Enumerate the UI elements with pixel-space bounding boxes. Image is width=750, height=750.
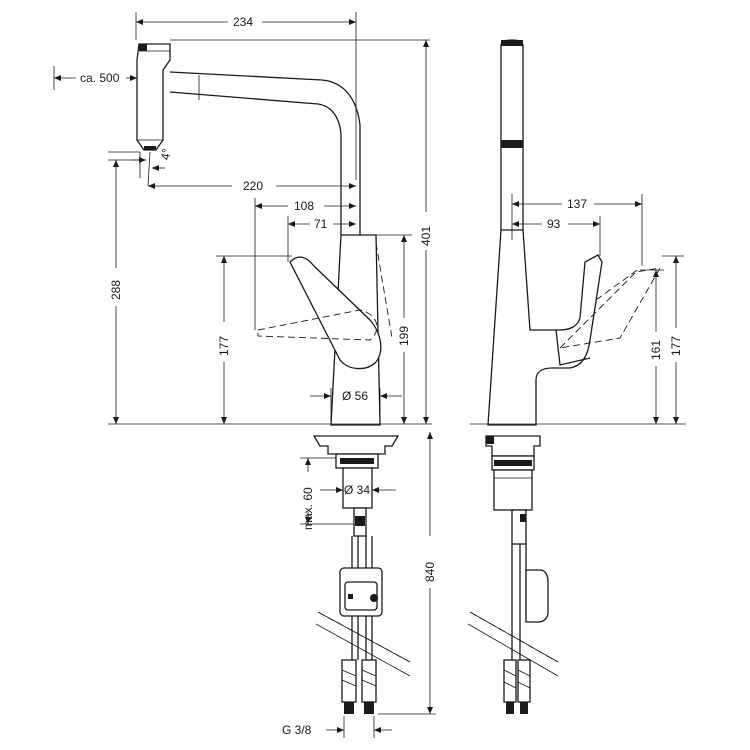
dim-108: 108 bbox=[254, 198, 356, 330]
dim-220-label: 220 bbox=[243, 179, 263, 193]
dim-401: 401 bbox=[419, 40, 433, 424]
front-view: 234 ca. 500 4° 220 bbox=[53, 12, 437, 738]
dim-137: 137 bbox=[511, 194, 643, 266]
spout-side bbox=[487, 39, 661, 426]
dim-199-label: 199 bbox=[397, 326, 411, 346]
dim-220: 220 bbox=[148, 179, 356, 193]
dim-177-front: 177 bbox=[216, 255, 292, 424]
dim-hose-extension-label: ca. 500 bbox=[80, 71, 120, 85]
dim-base-diameter-label: Ø 56 bbox=[342, 389, 368, 403]
dim-hole-diameter-label: Ø 34 bbox=[344, 483, 370, 497]
dim-161: 161 bbox=[640, 269, 664, 424]
underdeck-front bbox=[312, 435, 400, 714]
dim-288-label: 288 bbox=[109, 280, 123, 300]
dim-840-label: 840 bbox=[423, 562, 437, 582]
dim-spray-angle: 4° bbox=[108, 147, 174, 187]
dim-288: 288 bbox=[108, 159, 140, 424]
dim-max-deck: max. 60 bbox=[300, 457, 354, 530]
dim-199: 199 bbox=[376, 234, 412, 424]
dim-base-diameter: Ø 56 bbox=[310, 388, 402, 424]
side-view: 137 93 161 177 bbox=[467, 39, 686, 714]
dim-hose-extension: ca. 500 bbox=[53, 66, 137, 90]
dim-401-label: 401 bbox=[419, 226, 433, 246]
dim-177-side-label: 177 bbox=[669, 336, 683, 356]
dim-161-label: 161 bbox=[649, 340, 663, 360]
dim-137-label: 137 bbox=[567, 197, 587, 211]
cut-lines-side bbox=[467, 611, 559, 677]
dim-spray-angle-label: 4° bbox=[158, 147, 174, 161]
dim-234-label: 234 bbox=[233, 15, 253, 29]
dim-hole-diameter: Ø 34 bbox=[320, 483, 396, 497]
dim-71-label: 71 bbox=[314, 217, 328, 231]
dim-108-label: 108 bbox=[294, 199, 314, 213]
spout-front bbox=[136, 43, 393, 426]
dim-connection-label: G 3/8 bbox=[282, 723, 312, 737]
dim-177-side: 177 bbox=[662, 255, 684, 424]
dim-max-deck-label: max. 60 bbox=[301, 487, 315, 530]
dim-840: 840 bbox=[378, 432, 437, 715]
dim-177-front-label: 177 bbox=[217, 336, 231, 356]
cut-lines-front bbox=[315, 611, 411, 677]
dim-93: 93 bbox=[512, 216, 601, 256]
underdeck-side bbox=[485, 435, 549, 714]
dim-connection: G 3/8 bbox=[282, 716, 392, 738]
dim-93-label: 93 bbox=[547, 217, 561, 231]
dim-71: 71 bbox=[287, 216, 356, 262]
